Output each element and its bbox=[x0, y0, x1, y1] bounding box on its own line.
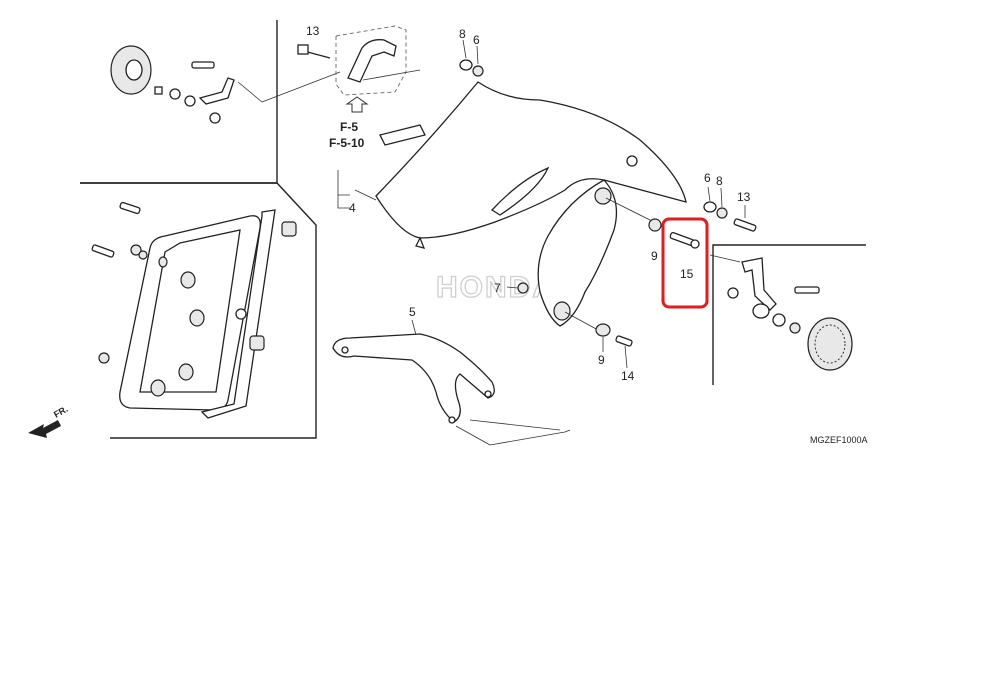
inset-frame-left bbox=[80, 182, 317, 439]
front-stay-assembly: F-5 F-5-10 bbox=[297, 25, 421, 150]
callout-4: 4 bbox=[349, 201, 356, 215]
lower-hardware bbox=[595, 323, 633, 369]
front-direction-arrow: FR. bbox=[28, 404, 70, 438]
front-fender bbox=[354, 81, 687, 327]
bracket-4 bbox=[337, 170, 350, 209]
callout-8-right: 8 bbox=[716, 174, 723, 188]
right-hardware bbox=[648, 186, 757, 249]
reflector-assembly-right bbox=[709, 254, 853, 371]
reflector-assembly-top-left bbox=[110, 45, 341, 124]
callout-13-right: 13 bbox=[737, 190, 751, 204]
callout-9-bottom: 9 bbox=[598, 353, 605, 367]
callout-9-right: 9 bbox=[651, 249, 658, 263]
lower-stay-5 bbox=[332, 319, 495, 424]
reference-f5-10: F-5-10 bbox=[329, 136, 365, 150]
reference-f5: F-5 bbox=[340, 120, 358, 134]
license-plate-bracket bbox=[91, 201, 297, 419]
callout-6-right: 6 bbox=[704, 171, 711, 185]
callout-6-top: 6 bbox=[473, 33, 480, 47]
callout-7: 7 bbox=[494, 281, 501, 295]
honda-watermark: HONDA bbox=[436, 271, 556, 304]
callout-13-top: 13 bbox=[306, 24, 320, 38]
highlight-box-part-15 bbox=[661, 217, 709, 309]
callout-14: 14 bbox=[621, 369, 635, 383]
fr-label: FR. bbox=[52, 404, 70, 420]
inset-frame-top-left bbox=[80, 20, 278, 184]
callout-15: 15 bbox=[680, 267, 694, 281]
leader-lines-main bbox=[455, 197, 661, 446]
callout-5: 5 bbox=[409, 305, 416, 319]
top-washers bbox=[459, 39, 484, 77]
inset-frame-right bbox=[712, 244, 866, 385]
grommet-7 bbox=[506, 282, 529, 294]
callout-8-top: 8 bbox=[459, 27, 466, 41]
drawing-code: MGZEF1000A bbox=[810, 435, 868, 445]
